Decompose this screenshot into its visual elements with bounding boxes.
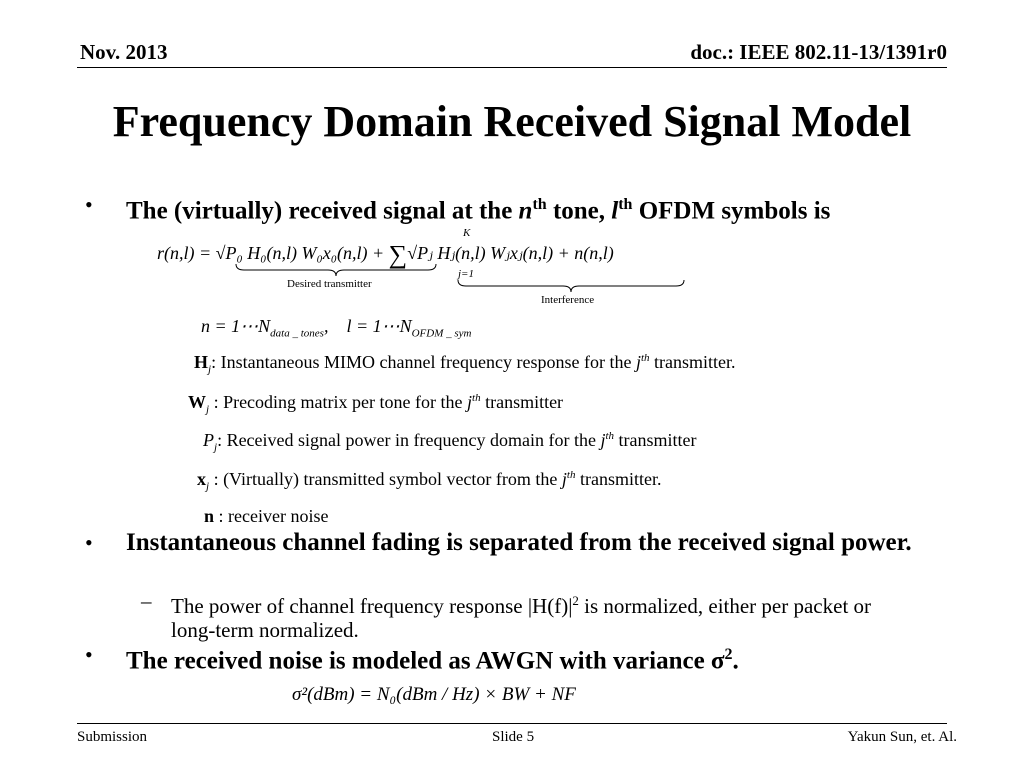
def-h-j: j xyxy=(635,352,641,372)
sub-bullet-text-a: The power of channel frequency response … xyxy=(171,594,573,618)
sum-upper-limit: K xyxy=(463,227,471,239)
def-h-text: : Instantaneous MIMO channel frequency r… xyxy=(211,352,636,372)
def-p-th: th xyxy=(605,430,615,442)
header-doc-id: doc.: IEEE 802.11-13/1391r0 xyxy=(690,40,947,64)
definition-w: Wj : Precoding matrix per tone for the j… xyxy=(188,392,563,416)
def-w-end: transmitter xyxy=(480,392,564,412)
header-date: Nov. 2013 xyxy=(80,40,168,64)
equation-plus: + xyxy=(367,243,389,263)
definition-x: xj : (Virtually) transmitted symbol vect… xyxy=(197,469,661,493)
def-h-th: th xyxy=(640,352,650,364)
bullet-1-th2: th xyxy=(618,196,633,213)
bullet-1-n: n xyxy=(518,197,533,225)
sub-bullet-sup: 2 xyxy=(572,593,579,608)
bullet-3-text: The received noise is modeled as AWGN wi… xyxy=(126,647,725,675)
bullet-3-end: . xyxy=(732,647,739,675)
desired-label: Desired transmitter xyxy=(287,278,372,290)
desired-underbrace xyxy=(235,263,437,277)
def-w-sub: j xyxy=(206,403,210,416)
header-rule xyxy=(77,67,947,68)
bullet-dot-3: • xyxy=(85,642,93,667)
definition-h: Hj: Instantaneous MIMO channel frequency… xyxy=(194,352,736,376)
def-x-text: : (Virtually) transmitted symbol vector … xyxy=(209,469,562,489)
bullet-1-text-a: The (virtually) received signal at the xyxy=(126,197,519,225)
def-h-end: transmitter. xyxy=(649,352,736,372)
slide-title: Frequency Domain Received Signal Model xyxy=(112,97,912,146)
bullet-1-text-c: OFDM symbols is xyxy=(632,197,831,225)
sub-bullet-dash: – xyxy=(141,589,152,613)
def-h-sub: j xyxy=(208,363,212,376)
index-ranges: n = 1⋯Ndata _ tones, l = 1⋯NOFDM _ sym xyxy=(201,316,472,340)
def-w-text: : Precoding matrix per tone for the xyxy=(209,392,467,412)
bullet-2: Instantaneous channel fading is separate… xyxy=(126,529,912,556)
def-x-symbol: x xyxy=(197,469,206,489)
footer-rule xyxy=(77,723,947,724)
equation-lhs: r(n,l) = xyxy=(157,243,216,263)
def-x-sub: j xyxy=(206,480,210,493)
equation-interference-term: √Pⱼ Hⱼ(n,l) Wⱼxⱼ(n,l) + n(n,l) xyxy=(407,243,614,263)
l-range: l = 1⋯N xyxy=(346,316,412,336)
def-n-text: : receiver noise xyxy=(214,506,329,526)
def-w-th: th xyxy=(472,392,481,404)
sum-lower-limit: j=1 xyxy=(458,268,474,280)
def-p-j: j xyxy=(600,430,606,450)
def-p-text: : Received signal power in frequency dom… xyxy=(217,430,601,450)
def-w-j: j xyxy=(467,392,473,412)
bullet-dot-1: • xyxy=(85,192,93,217)
n-range-sub: data _ tones xyxy=(270,327,324,340)
definition-p: Pj: Received signal power in frequency d… xyxy=(203,430,697,454)
sub-bullet: The power of channel frequency response … xyxy=(171,589,911,642)
bullet-1-th1: th xyxy=(532,196,547,213)
signal-equation: r(n,l) = √P₀ H₀(n,l) W₀x₀(n,l) + ∑√Pⱼ Hⱼ… xyxy=(157,240,614,270)
interference-label: Interference xyxy=(541,294,595,306)
def-p-end: transmitter xyxy=(614,430,697,450)
def-x-j: j xyxy=(561,469,567,489)
footer-author: Yakun Sun, et. Al. xyxy=(847,729,957,745)
def-n-symbol: n xyxy=(204,506,215,526)
equation-desired-term: √P₀ H₀(n,l) W₀x₀(n,l) xyxy=(215,243,368,263)
def-x-th: th xyxy=(566,469,576,481)
footer-slide-number: Slide 5 xyxy=(492,729,535,745)
def-w-symbol: W xyxy=(188,392,206,412)
bullet-3: The received noise is modeled as AWGN wi… xyxy=(126,641,739,675)
bullet-1-l: l xyxy=(611,197,619,225)
n-range: n = 1⋯N xyxy=(201,316,271,336)
noise-equation: σ²(dBm) = N₀(dBm / Hz) × BW + NF xyxy=(292,684,576,705)
l-range-sub: OFDM _ sym xyxy=(411,327,472,340)
bullet-3-sup: 2 xyxy=(724,646,733,663)
def-p-symbol: P xyxy=(203,430,214,450)
footer-submission: Submission xyxy=(77,729,148,745)
def-x-end: transmitter. xyxy=(575,469,662,489)
sub-bullet-text-b: is normalized, either per packet or long… xyxy=(171,594,872,642)
bullet-1-text-b: tone, xyxy=(546,197,612,225)
definition-n: n : receiver noise xyxy=(204,506,328,527)
def-h-symbol: H xyxy=(194,352,209,372)
def-p-sub: j xyxy=(214,441,218,454)
interference-underbrace xyxy=(457,279,685,293)
bullet-dot-2: • xyxy=(85,530,93,555)
sum-symbol: ∑ xyxy=(388,240,408,269)
bullet-1: The (virtually) received signal at the n… xyxy=(126,191,830,225)
